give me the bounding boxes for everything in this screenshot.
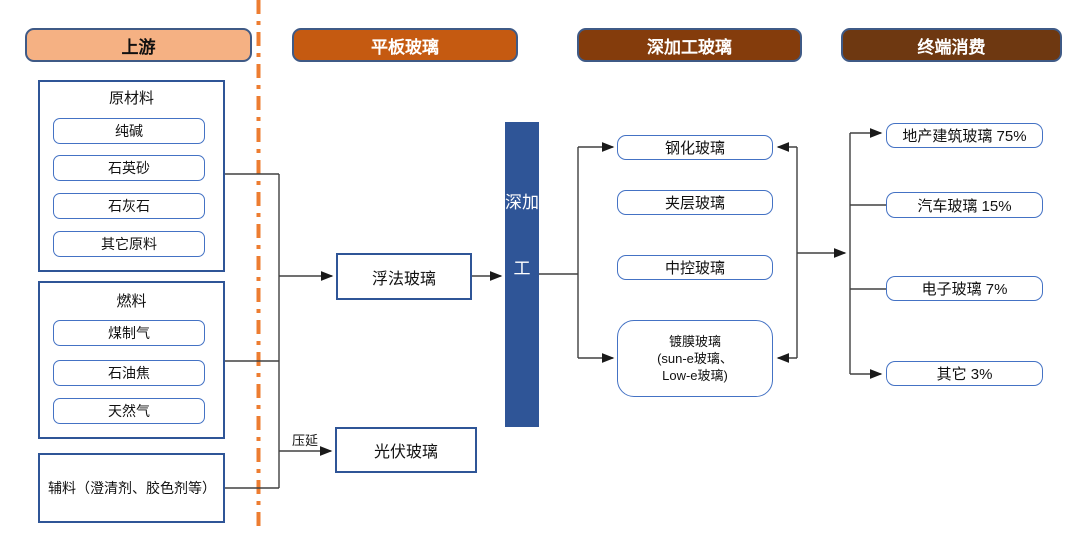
pv-glass-box: 光伏玻璃	[335, 427, 477, 473]
header-end-consumption: 终端消费	[841, 28, 1062, 62]
fuel-title: 燃料	[116, 293, 147, 310]
raw-materials-title: 原材料	[108, 90, 154, 107]
coated-glass-line: Low-e玻璃)	[662, 368, 728, 383]
header-flat-glass: 平板玻璃	[292, 28, 518, 62]
deep-processing-bar: 深加工	[505, 122, 539, 427]
fuel-item: 石油焦	[53, 360, 205, 386]
auto-glass-share-box: 汽车玻璃 15%	[886, 192, 1043, 218]
upstream-merge-lines	[225, 173, 280, 489]
fuel-item: 煤制气	[53, 320, 205, 346]
raw-material-item: 其它原料	[53, 231, 205, 257]
insulated-glass-box: 中控玻璃	[617, 255, 773, 280]
header-deep-processed-glass: 深加工玻璃	[577, 28, 802, 62]
coated-glass-line: (sun-e玻璃、	[657, 351, 733, 366]
fuel-item: 天然气	[53, 398, 205, 424]
tempered-glass-box: 钢化玻璃	[617, 135, 773, 160]
laminated-glass-box: 夹层玻璃	[617, 190, 773, 215]
raw-material-item: 石英砂	[53, 155, 205, 181]
raw-material-item: 石灰石	[53, 193, 205, 219]
deep-processing-bar-label: 深加工	[505, 193, 539, 278]
rolling-process-label: 压延	[292, 433, 319, 448]
float-glass-box: 浮法玻璃	[336, 253, 472, 300]
construction-glass-share-box: 地产建筑玻璃 75%	[886, 123, 1043, 148]
auxiliary-materials-box: 辅料（澄清剂、胶色剂等）	[38, 453, 225, 523]
header-upstream: 上游	[25, 28, 252, 62]
consumption-branch-lines	[849, 133, 886, 374]
raw-material-item: 纯碱	[53, 118, 205, 144]
coated-glass-line: 镀膜玻璃	[668, 334, 721, 349]
electronic-glass-share-box: 电子玻璃 7%	[886, 276, 1043, 301]
coated-glass-box: 镀膜玻璃 (sun-e玻璃、 Low-e玻璃)	[617, 320, 773, 397]
other-glass-share-box: 其它 3%	[886, 361, 1043, 386]
deepbar-branch-lines	[539, 147, 579, 358]
